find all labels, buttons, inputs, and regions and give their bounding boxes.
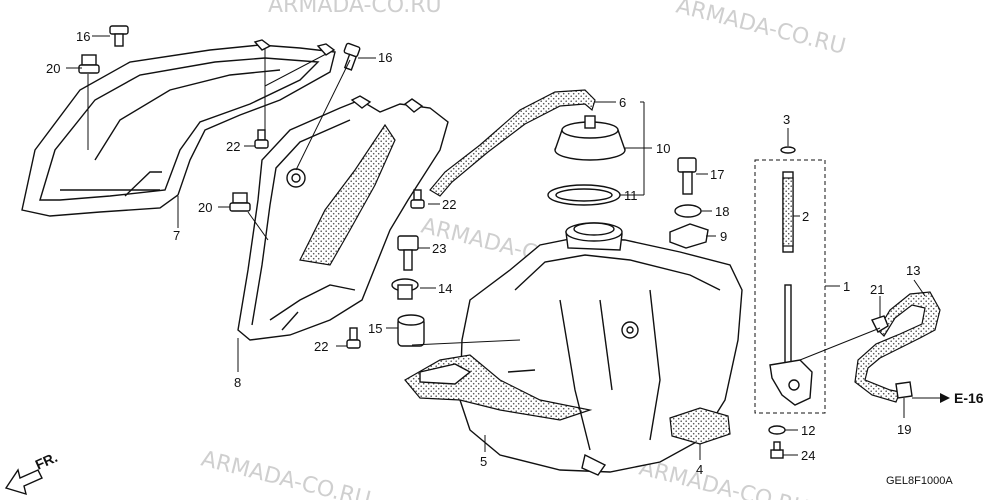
part-16-screw bbox=[343, 42, 361, 71]
watermark: ARMADA-CO.RU bbox=[674, 0, 848, 60]
part-22-bolt bbox=[254, 129, 269, 149]
label-12: 12 bbox=[801, 423, 815, 438]
label-5: 5 bbox=[480, 454, 487, 469]
callout-reference: E-16 bbox=[954, 390, 984, 406]
label-22: 22 bbox=[442, 197, 456, 212]
part-7-shroud bbox=[21, 39, 336, 217]
diagram-code: GEL8F1000A bbox=[886, 475, 953, 487]
label-11: 11 bbox=[624, 188, 638, 203]
label-8: 8 bbox=[234, 375, 241, 390]
part-15-mount bbox=[397, 314, 425, 347]
part-19-clip bbox=[895, 381, 913, 399]
part-4-pad bbox=[669, 407, 731, 445]
label-13: 13 bbox=[906, 263, 920, 278]
label-4: 4 bbox=[696, 462, 703, 477]
front-arrow-icon bbox=[4, 468, 43, 496]
label-18: 18 bbox=[715, 204, 729, 219]
label-10: 10 bbox=[656, 141, 670, 156]
label-2: 2 bbox=[802, 209, 809, 224]
label-20: 20 bbox=[198, 200, 212, 215]
label-15: 15 bbox=[368, 321, 382, 336]
part-12-washer bbox=[768, 425, 786, 435]
label-22: 22 bbox=[226, 139, 240, 154]
label-17: 17 bbox=[710, 167, 724, 182]
part-9-rubber bbox=[669, 223, 709, 249]
part-3-o-ring bbox=[780, 146, 796, 154]
part-11-gasket bbox=[547, 184, 621, 206]
part-11-gasket-inner bbox=[555, 188, 613, 202]
label-16: 16 bbox=[76, 29, 90, 44]
part-23-bolt bbox=[397, 235, 419, 271]
leader-lines bbox=[66, 35, 950, 460]
label-16: 16 bbox=[378, 50, 392, 65]
front-arrow-label: FR. bbox=[33, 449, 60, 473]
label-3: 3 bbox=[783, 112, 790, 127]
part-24-bolt bbox=[770, 441, 784, 459]
watermark: ARMADA-CO.RU bbox=[268, 0, 442, 18]
label-21: 21 bbox=[870, 282, 884, 297]
label-20: 20 bbox=[46, 61, 60, 76]
label-9: 9 bbox=[720, 229, 727, 244]
part-14-collar bbox=[391, 278, 419, 300]
part-22-bolt bbox=[410, 189, 425, 209]
label-19: 19 bbox=[897, 422, 911, 437]
part-10-fuel-cap bbox=[429, 89, 626, 197]
label-24: 24 bbox=[801, 448, 815, 463]
watermark: ARMADA-CO.RU bbox=[199, 447, 373, 500]
part-17-bolt bbox=[677, 157, 697, 195]
part-20-bolt bbox=[229, 192, 251, 212]
part-20-bolt bbox=[78, 54, 100, 74]
part-22-bolt bbox=[346, 327, 361, 349]
part-8-shroud bbox=[237, 95, 449, 341]
label-6: 6 bbox=[619, 95, 626, 110]
label-22: 22 bbox=[314, 339, 328, 354]
label-7: 7 bbox=[173, 228, 180, 243]
label-23: 23 bbox=[432, 241, 446, 256]
label-1: 1 bbox=[843, 279, 850, 294]
part-18-washer bbox=[674, 204, 702, 218]
part-5-fuel-tank bbox=[404, 222, 743, 476]
part-16-screw bbox=[109, 25, 129, 47]
part-2-strainer bbox=[782, 171, 794, 253]
label-14: 14 bbox=[438, 281, 452, 296]
part-1-fuel-valve bbox=[769, 284, 813, 406]
watermark: ARMADA-CO.RU bbox=[637, 456, 811, 500]
